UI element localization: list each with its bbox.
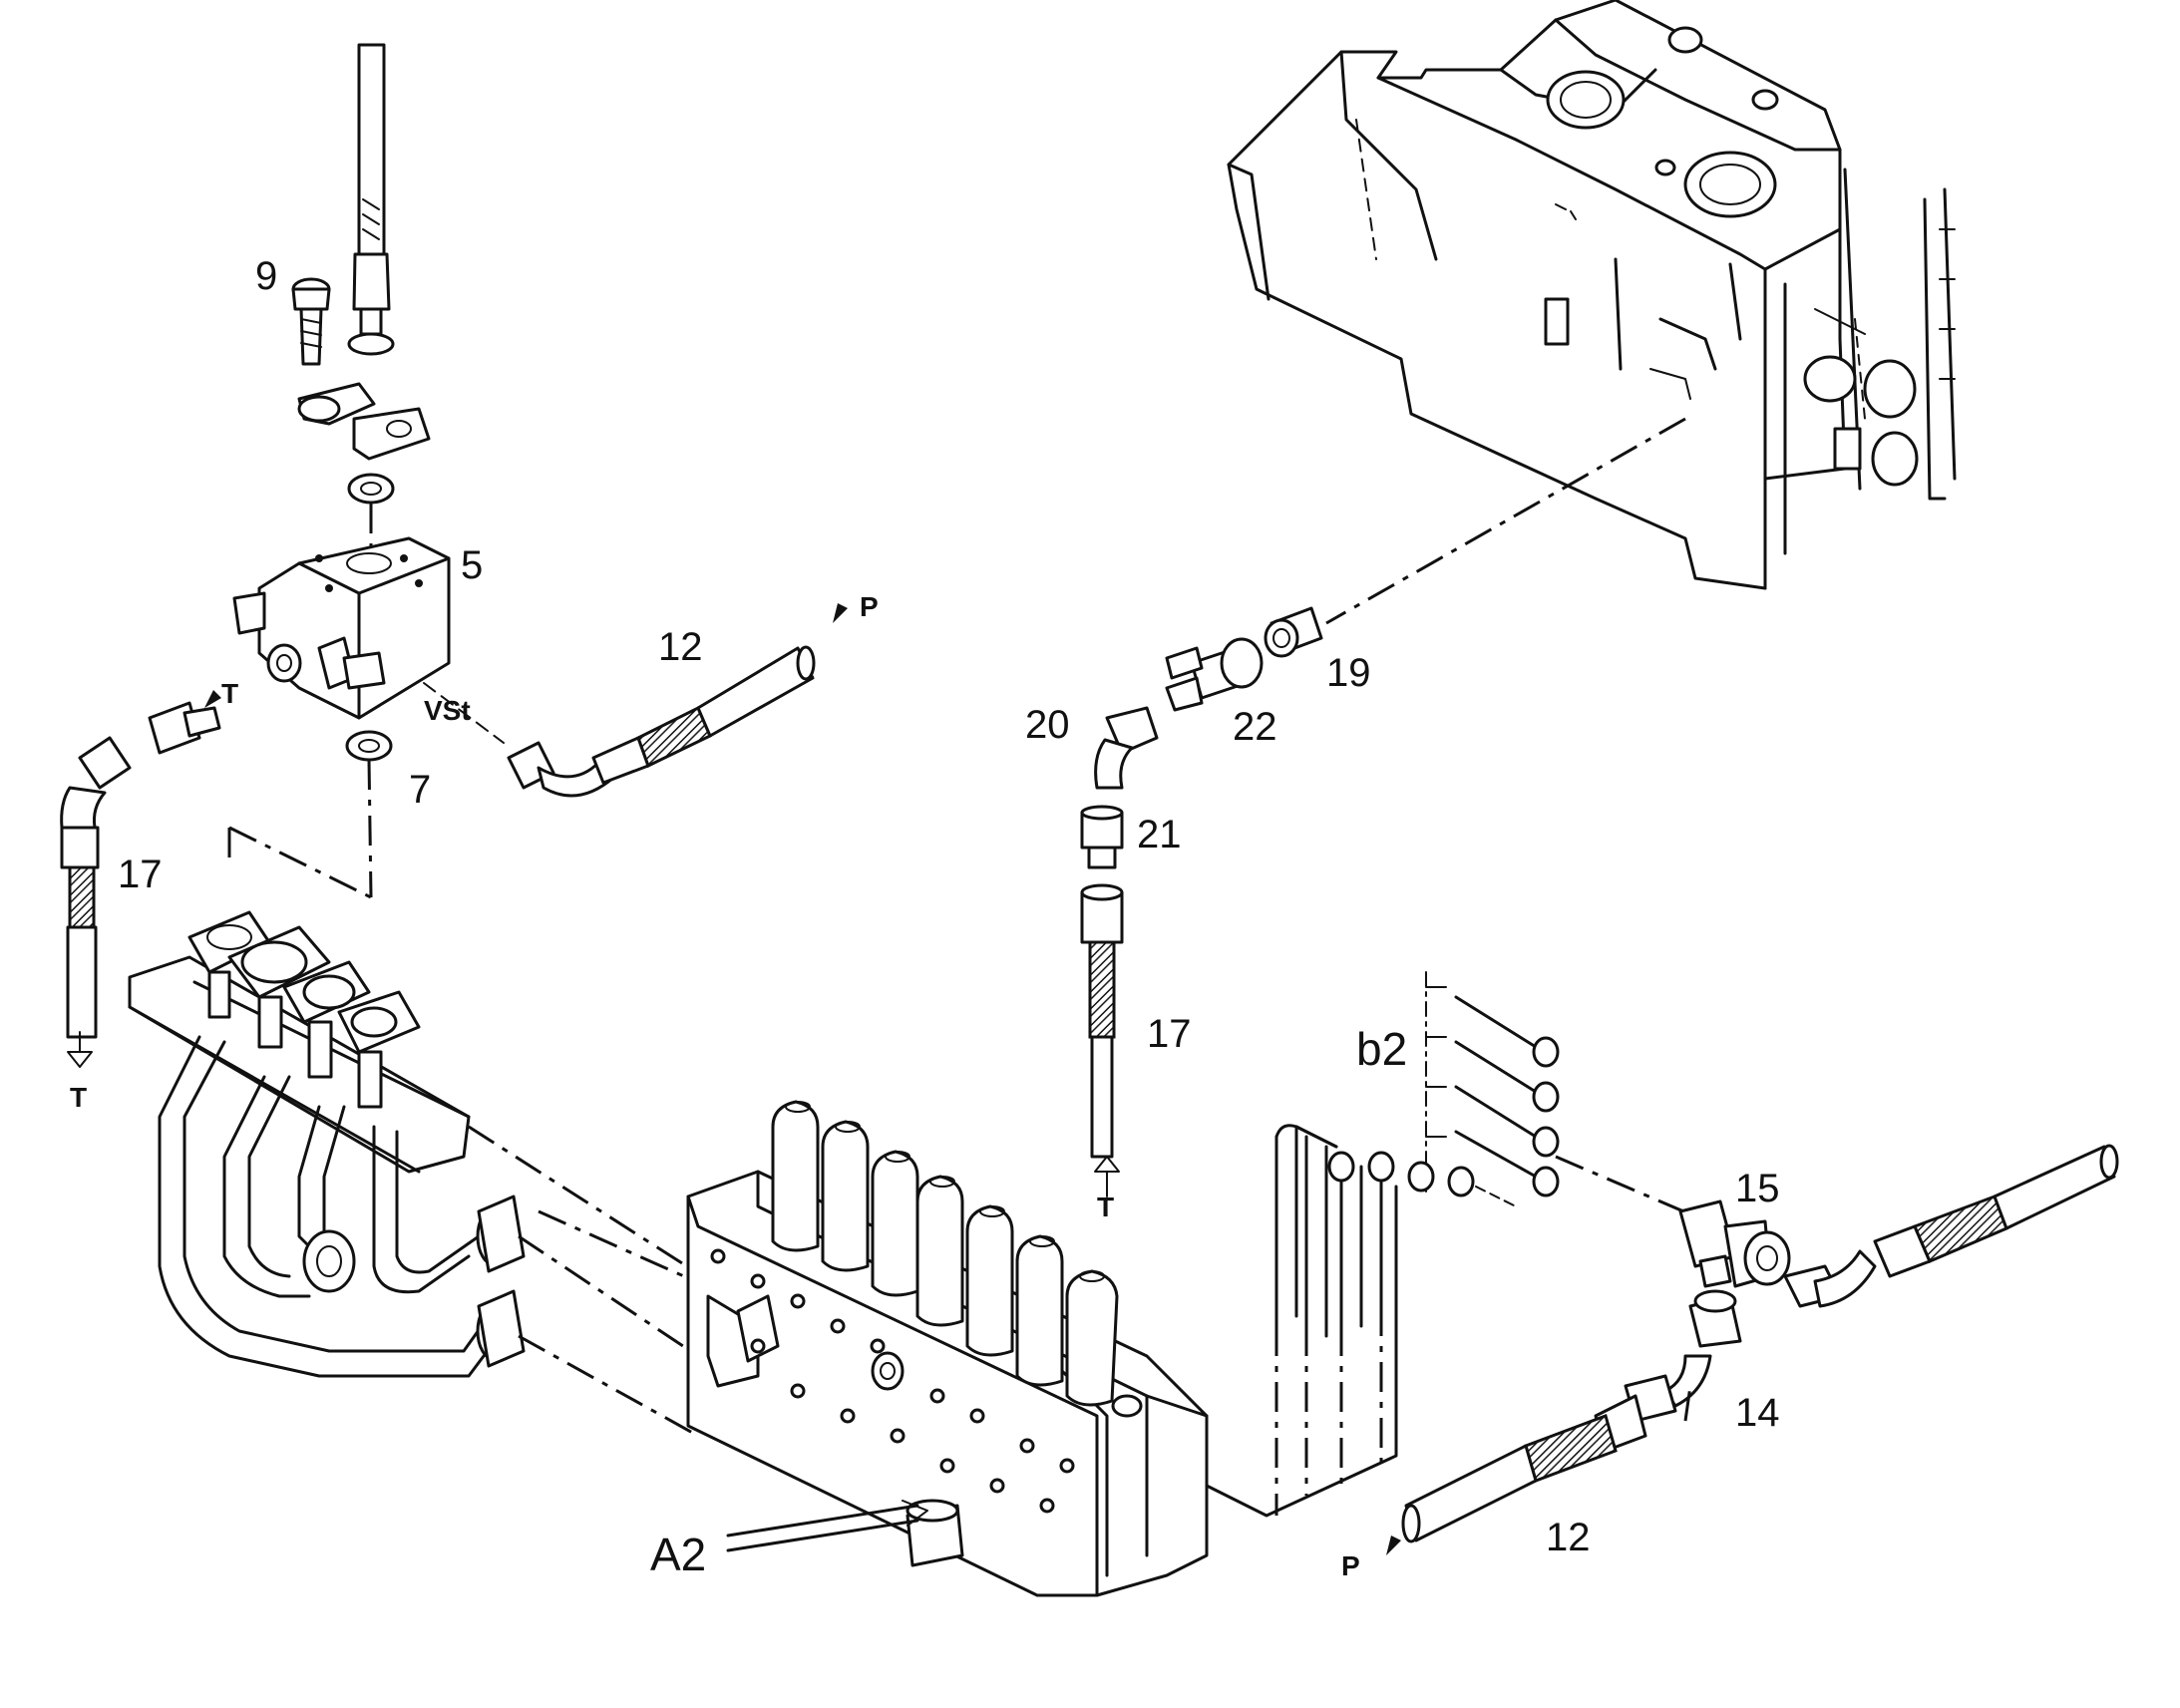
manifold-flanges [187,910,421,1109]
clamp [297,382,431,461]
callout-17-right: 17 [1147,1012,1192,1056]
arrow-p-bottom [1386,1536,1401,1555]
fitting-19 [1264,606,1323,658]
hose-12-top [507,645,816,798]
callout-9: 9 [255,254,277,298]
callout-21: 21 [1137,813,1182,856]
valve-5 [232,536,451,720]
port-label-t-left: T [70,1082,87,1113]
callout-12-bottom: 12 [1546,1516,1591,1559]
elbow-14 [1624,1289,1742,1423]
callout-19: 19 [1326,651,1371,695]
arrow-t-top [204,690,221,708]
control-valve-spools [771,1100,1119,1407]
seal-upper [347,473,395,505]
port-label-p-bottom: P [1341,1550,1360,1581]
hose-17-right [1080,883,1124,1159]
hose-17-left [60,736,132,1039]
callout-22: 22 [1233,705,1277,749]
fitting-22 [1165,637,1264,712]
fitting-left [148,701,221,755]
adapter-21 [1080,805,1124,869]
arrow-p-top [833,603,848,623]
a2-leader [726,1504,919,1537]
callout-a2: A2 [650,1529,706,1580]
callout-5: 5 [461,543,483,587]
control-valve-ports [710,1248,1075,1514]
rod [347,43,395,356]
callout-17-left: 17 [118,853,163,896]
hose-15-right [1783,1144,2119,1308]
port-label-t-right: T [1097,1192,1114,1222]
arrow-t-right [1094,1156,1120,1197]
tee-15 [1678,1199,1791,1288]
bolt-9 [291,277,331,366]
callout-20: 20 [1025,703,1070,747]
callout-b2: b2 [1356,1023,1407,1075]
arrow-t-left [67,1031,93,1068]
housing-leader-line [1325,417,1686,625]
callout-12-top: 12 [658,625,703,669]
port-label-vst: VSt [424,695,471,726]
seal-7 [345,730,393,762]
callout-15: 15 [1735,1167,1780,1210]
callout-7: 7 [409,768,431,812]
manifold-pipes [158,1035,526,1378]
pipe-bundle [1205,1124,1517,1518]
bolts-b2 [1425,971,1560,1197]
port-label-t-top: T [221,678,238,709]
port-label-p-top: P [860,591,879,622]
housing [1227,0,1957,590]
callout-14: 14 [1735,1391,1780,1435]
hose-12-bottom [1401,1394,1647,1543]
elbow-20 [1094,706,1159,790]
